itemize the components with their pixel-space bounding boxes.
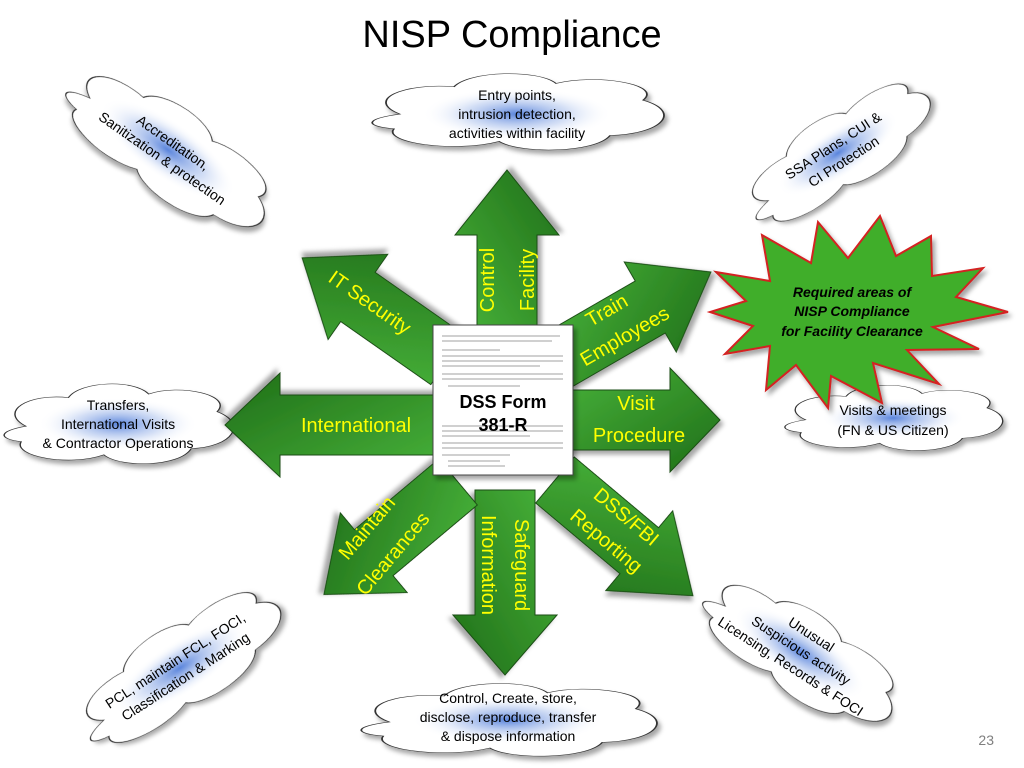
arrow-maintain-clearances [323, 458, 478, 596]
arrow-label-international: International [301, 415, 411, 437]
cloud-right: Visits & meetings (FN & US Citizen) [785, 385, 1003, 450]
cloud-top-left: Accreditation, Sanitization & protection [48, 48, 289, 253]
cloud-bottom-left: PCL, maintain FCL, FOCI, Classification … [62, 570, 300, 765]
callout-line-1: Required areas of [793, 284, 913, 300]
arrow-label-control: Control [477, 248, 499, 312]
arrow-visit-procedure [559, 366, 721, 474]
callout-line-3: for Facility Clearance [781, 323, 923, 339]
starburst-callout [706, 213, 1009, 411]
center-title-line-1: DSS Form [459, 392, 546, 412]
cloud-top-line-3: activities within facility [449, 125, 585, 141]
cloud-left: Transfers, International Visits & Contra… [4, 384, 234, 464]
callout-line-2: NISP Compliance [794, 303, 910, 319]
arrow-dss-fbi-reporting [535, 456, 694, 597]
cloud-bottom-line-3: & dispose information [441, 728, 576, 744]
arrow-label-visit: Visit [617, 393, 655, 415]
cloud-bottom-line-1: Control, Create, store, [439, 690, 577, 706]
arrow-safeguard-information [451, 489, 559, 676]
cloud-top: Entry points, intrusion detection, activ… [372, 74, 664, 150]
arrow-label-safeguard: Safeguard [510, 519, 532, 611]
slide-number: 23 [978, 732, 994, 748]
arrow-label-facility: Facility [517, 249, 539, 311]
arrow-international [224, 371, 441, 479]
cloud-bottom-line-2: disclose, reproduce, transfer [420, 709, 597, 725]
document-text-lines [442, 335, 563, 467]
cloud-right-line-2: (FN & US Citizen) [837, 422, 948, 438]
cloud-top-line-1: Entry points, [478, 87, 556, 103]
cloud-top-line-2: intrusion detection, [458, 106, 576, 122]
slide-title: NISP Compliance [362, 14, 662, 56]
center-title-line-2: 381-R [478, 415, 527, 435]
arrow-train-employees [539, 261, 712, 389]
cloud-left-line-2: International Visits [61, 416, 175, 432]
cloud-bottom: Control, Create, store, disclose, reprod… [361, 684, 657, 757]
cloud-left-line-1: Transfers, [87, 397, 150, 413]
cloud-left-line-3: & Contractor Operations [43, 435, 194, 451]
cloud-top-right: SSA Plans, CUI & CI Protection [730, 63, 948, 241]
cloud-bottom-right: Unusual Suspicious activity Licensing, R… [687, 558, 915, 747]
arrow-label-procedure: Procedure [593, 425, 685, 447]
arrow-label-information: Information [477, 515, 499, 615]
arrow-control-facility [453, 169, 561, 331]
cloud-right-line-1: Visits & meetings [839, 402, 946, 418]
